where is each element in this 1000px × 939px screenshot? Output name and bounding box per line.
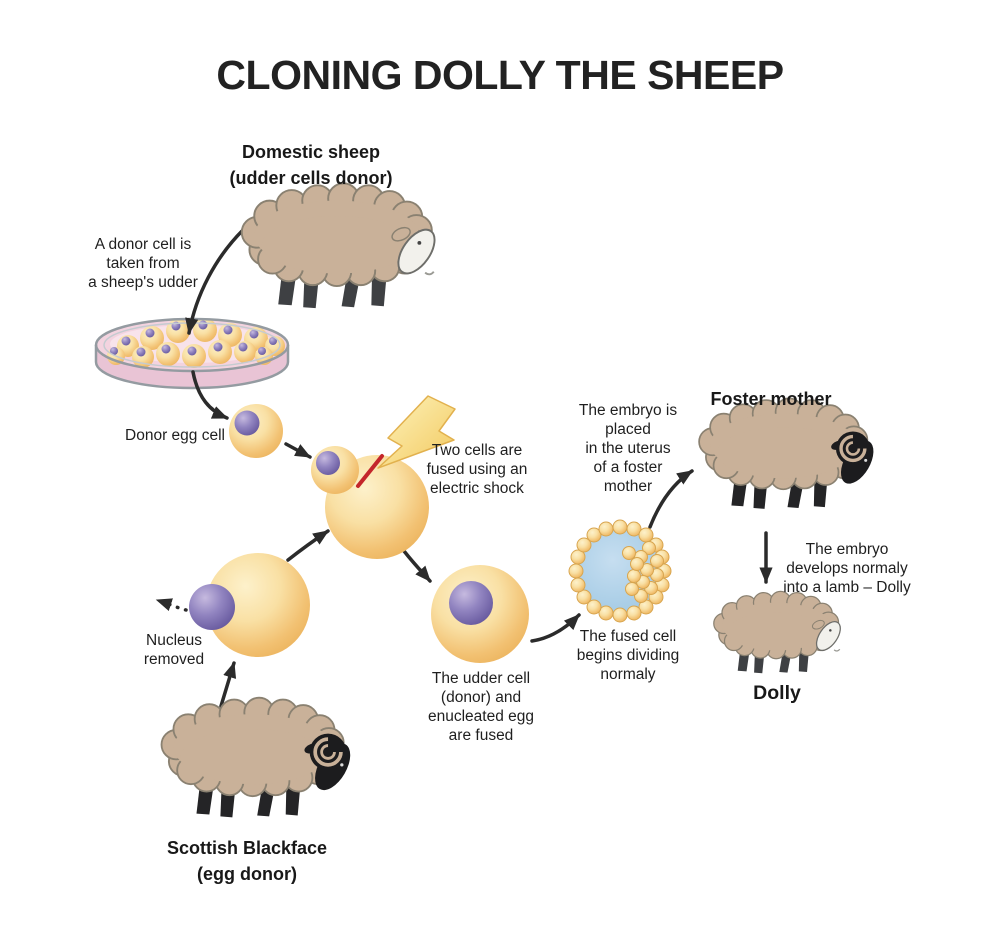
dolly-illustration — [713, 590, 846, 674]
arrow-fused-to-embryo — [530, 613, 581, 643]
donor-egg-cell-illustration — [229, 404, 283, 458]
nucleus-removed-label: Nucleus removed — [143, 632, 205, 668]
embryo-develops-note: The embryo develops normaly into a lamb … — [783, 541, 911, 596]
arrow-enucleated-to-fusion — [286, 529, 330, 562]
electric-shock-note: Two cells are fused using an electric sh… — [426, 442, 528, 497]
udder-cell-note: The udder cell (donor) and enucleated eg… — [427, 670, 535, 744]
domestic-sheep-label: Domestic sheep (udder cells donor) — [229, 142, 393, 188]
arrow-egg-to-fusion — [284, 442, 312, 459]
domestic-sheep-illustration — [240, 182, 443, 310]
electric-shock-bolt-icon — [356, 395, 456, 488]
arrow-embryo-to-foster — [648, 469, 694, 529]
fused-cell-note: The fused cell begins dividing normaly — [576, 628, 680, 683]
fused-cell-illustration — [431, 565, 529, 663]
embryo-placed-note: The embryo is placed in the uterus of a … — [578, 402, 678, 495]
dolly-label: Dolly — [753, 682, 801, 704]
arrow-sheep-to-dish — [185, 228, 245, 335]
petri-dish — [94, 317, 290, 390]
arrow-dish-to-egg — [191, 370, 229, 420]
enucleated-egg-illustration — [155, 553, 310, 657]
arrow-blackface-to-enucleated — [219, 661, 237, 708]
donor-cell-note: A donor cell is taken from a sheep's udd… — [88, 236, 198, 291]
donor-egg-cell-label: Donor egg cell — [125, 427, 225, 444]
arrow-fusion-to-fused — [402, 549, 432, 583]
foster-mother-label: Foster mother — [710, 389, 832, 409]
page-title: CLONING DOLLY THE SHEEP — [216, 52, 784, 98]
embryo-illustration — [568, 519, 672, 623]
cell-fusion-illustration — [311, 395, 456, 559]
scottish-blackface-label: Scottish Blackface (egg donor) — [166, 838, 328, 884]
arrow-nucleus-removed — [155, 598, 188, 612]
flow-arrows — [185, 228, 773, 708]
foster-mother-illustration — [697, 396, 882, 511]
dish-cells — [107, 318, 285, 368]
scottish-blackface-illustration — [159, 695, 360, 820]
